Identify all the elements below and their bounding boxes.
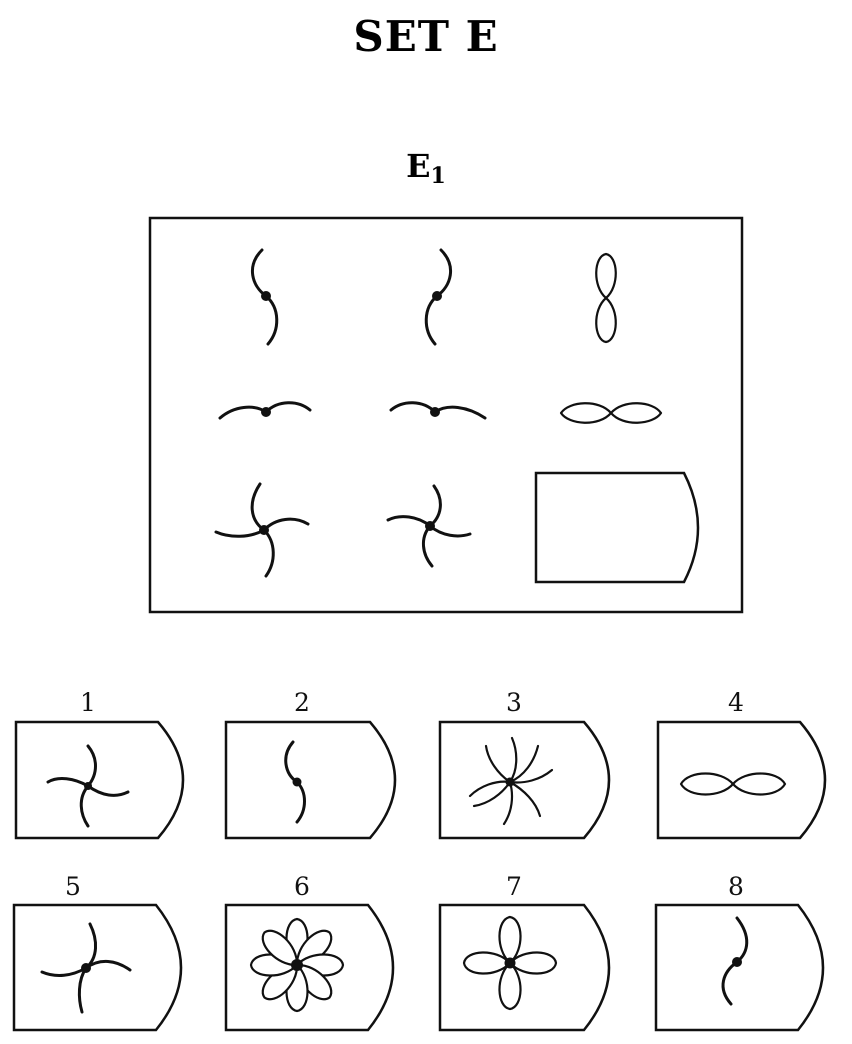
- option-4[interactable]: [656, 720, 827, 840]
- matrix-cell-r3c1: [214, 482, 310, 578]
- option-label-1: 1: [80, 688, 96, 717]
- option-label-4: 4: [728, 688, 744, 717]
- option-2[interactable]: [224, 720, 397, 840]
- option-label-2: 2: [294, 688, 310, 717]
- matrix-cell-r2c3: [559, 402, 663, 424]
- option-5[interactable]: [12, 903, 183, 1032]
- option-label-8: 8: [728, 872, 744, 901]
- matrix-cell-r1c1: [251, 248, 279, 346]
- problem-title: E1: [0, 147, 852, 189]
- option-label-6: 6: [294, 872, 310, 901]
- option-1[interactable]: [14, 720, 185, 840]
- matrix-cell-r3c2: [386, 484, 472, 568]
- option-3[interactable]: [438, 720, 611, 840]
- option-label-5: 5: [65, 872, 81, 901]
- matrix-cell-r1c3: [595, 252, 617, 344]
- matrix-cell-r1c2: [424, 248, 452, 346]
- page-title: SET E: [353, 12, 499, 61]
- problem-title-letter: E: [406, 147, 431, 185]
- option-label-7: 7: [506, 872, 522, 901]
- option-label-3: 3: [506, 688, 522, 717]
- matrix-panel: [148, 216, 744, 614]
- option-7[interactable]: [438, 903, 611, 1032]
- matrix-cell-r2c2: [389, 401, 487, 420]
- matrix-cell-r2c1: [218, 401, 312, 420]
- option-6[interactable]: [224, 903, 395, 1032]
- option-8[interactable]: [654, 903, 825, 1032]
- matrix-frame: [148, 216, 744, 614]
- answer-slot: [534, 471, 700, 584]
- problem-title-number: 1: [430, 163, 446, 189]
